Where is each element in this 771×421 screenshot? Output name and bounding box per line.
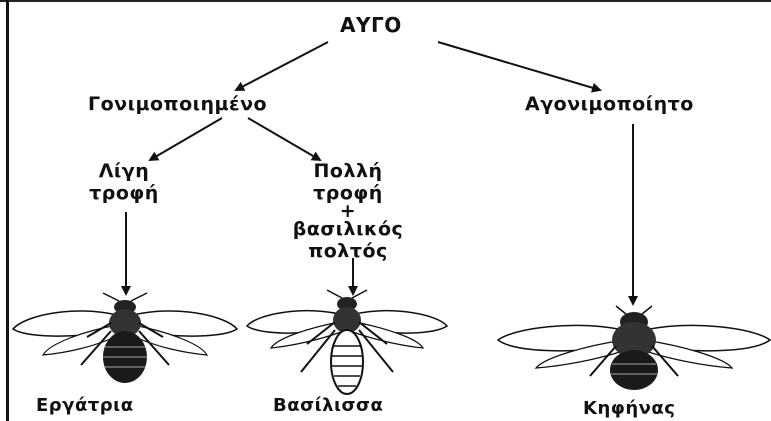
arrow-egg-to-unfertilized bbox=[438, 42, 600, 90]
much-food-line-4: βασιλικός bbox=[278, 218, 418, 240]
egg-label: ΑΥΓΟ bbox=[340, 14, 402, 36]
worker-caption: Εργάτρια bbox=[36, 395, 134, 416]
arrow-egg-to-fertilized bbox=[236, 42, 328, 90]
much-food-line-1: Πολλή bbox=[278, 160, 418, 182]
much-food-line-5: πολτός bbox=[278, 240, 418, 262]
arrow-fertilized-to-little-food bbox=[150, 118, 222, 160]
little-food-line-1: Λίγη bbox=[82, 160, 166, 182]
much-food-plus: + bbox=[278, 204, 418, 218]
drone-caption: Κηφήνας bbox=[583, 398, 675, 419]
fertilized-label: Γονιμοποιημένο bbox=[88, 93, 267, 115]
much-food-label: Πολλή τροφή + βασιλικός πολτός bbox=[278, 160, 418, 262]
little-food-line-2: τροφή bbox=[82, 182, 166, 204]
drone-bee-icon bbox=[498, 306, 770, 390]
little-food-label: Λίγη τροφή bbox=[82, 160, 166, 204]
arrow-fertilized-to-much-food bbox=[248, 118, 320, 160]
queen-bee-icon bbox=[247, 290, 447, 394]
unfertilized-label: Αγονιμοποίητο bbox=[525, 93, 694, 115]
queen-caption: Βασίλισσα bbox=[273, 395, 383, 416]
worker-bee-icon bbox=[13, 293, 237, 383]
